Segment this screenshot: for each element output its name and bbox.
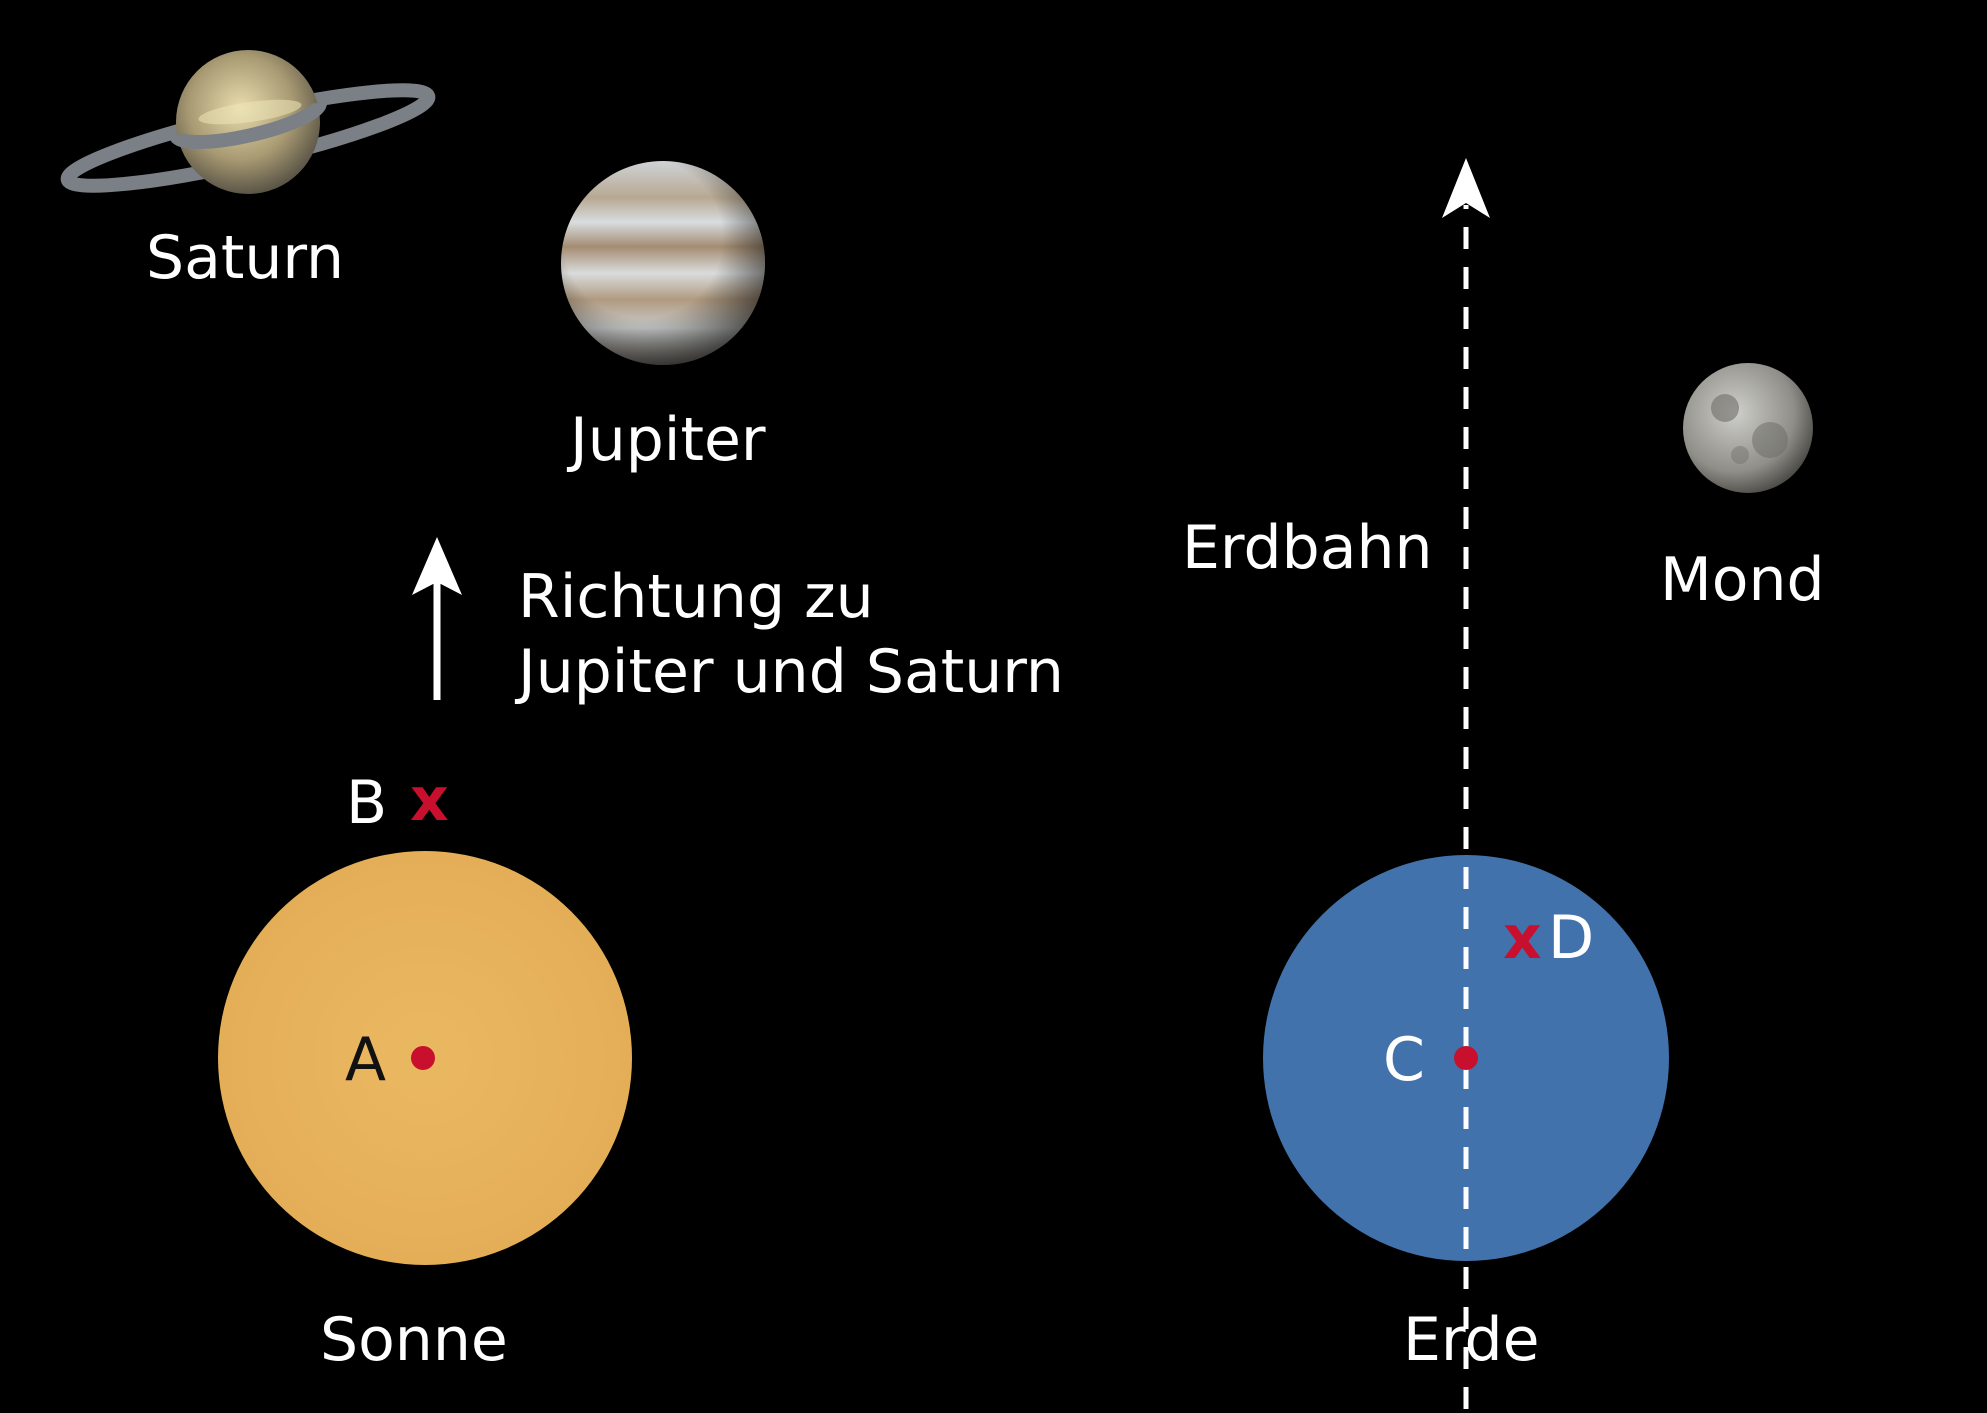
sonne-label: Sonne <box>320 1305 508 1375</box>
erde-label: Erde <box>1403 1305 1540 1375</box>
erdbahn-label: Erdbahn <box>1182 513 1433 583</box>
saturn-label: Saturn <box>146 223 345 293</box>
moon-icon <box>1683 363 1813 493</box>
point-c-dot <box>1454 1046 1478 1070</box>
jupiter-planet-icon <box>561 161 765 365</box>
point-b-label: B <box>346 768 388 838</box>
point-d-label: D <box>1548 903 1595 973</box>
point-a-dot <box>411 1046 435 1070</box>
direction-label-line1: Richtung zu <box>518 562 874 632</box>
earth-orbit-arrow-icon <box>1442 158 1490 218</box>
jupiter-label: Jupiter <box>570 405 766 475</box>
point-d-cross: x <box>1503 903 1542 973</box>
point-b-cross: x <box>410 765 449 835</box>
point-a-label: A <box>345 1025 387 1095</box>
direction-label-line2: Jupiter und Saturn <box>518 637 1064 707</box>
point-c-label: C <box>1383 1025 1425 1095</box>
direction-arrow-icon <box>412 537 462 595</box>
mond-label: Mond <box>1660 545 1825 615</box>
saturn-planet-icon <box>60 50 436 194</box>
